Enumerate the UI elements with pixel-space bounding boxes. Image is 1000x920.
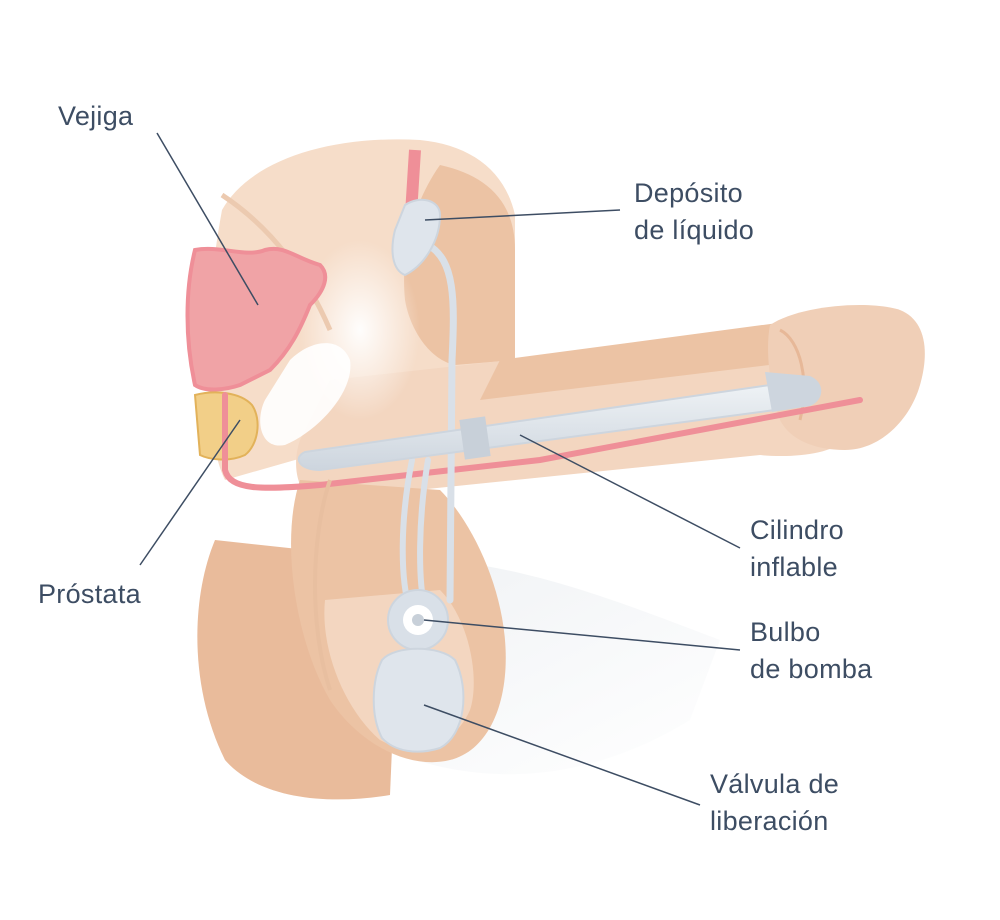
leader-prostata: [139, 419, 241, 566]
label-cilindro: Cilindro inflable: [750, 512, 844, 586]
cylinder-connector: [459, 416, 491, 460]
label-bulbo-line1: Bulbo: [750, 617, 821, 647]
urethra: [222, 392, 863, 491]
glans-fold: [779, 328, 806, 421]
leader-vejiga: [156, 132, 259, 306]
label-prostata: Próstata: [38, 576, 141, 613]
leader-valvula: [423, 704, 701, 806]
label-valvula: Válvula de liberación: [710, 766, 839, 840]
label-vejiga-text: Vejiga: [58, 101, 134, 131]
reservoir-tube: [424, 241, 457, 604]
label-prostata-text: Próstata: [38, 579, 141, 609]
label-cilindro-line2: inflable: [750, 552, 838, 582]
label-deposito-line2: de líquido: [634, 215, 755, 245]
release-valve: [372, 647, 465, 753]
pump-bulb-center: [412, 614, 424, 626]
pubic-bone: [260, 343, 351, 446]
shaft-top: [480, 320, 810, 400]
label-valvula-line1: Válvula de: [710, 769, 840, 799]
label-bulbo: Bulbo de bomba: [750, 614, 873, 688]
pelvic-line: [220, 192, 333, 331]
bladder: [185, 246, 328, 392]
leader-bulbo: [423, 619, 741, 651]
cylinder-tip: [765, 372, 822, 412]
cylinder: [297, 383, 777, 472]
leader-deposito: [424, 209, 621, 221]
label-vejiga: Vejiga: [58, 98, 133, 135]
vas-line: [313, 479, 332, 691]
label-valvula-line2: liberación: [710, 806, 829, 836]
label-bulbo-line2: de bomba: [750, 654, 873, 684]
label-cilindro-line1: Cilindro: [750, 515, 844, 545]
reservoir: [391, 198, 442, 277]
label-deposito-line1: Depósito: [634, 178, 743, 208]
glans: [768, 305, 925, 450]
leader-cilindro: [519, 434, 741, 549]
label-deposito: Depósito de líquido: [634, 175, 754, 249]
